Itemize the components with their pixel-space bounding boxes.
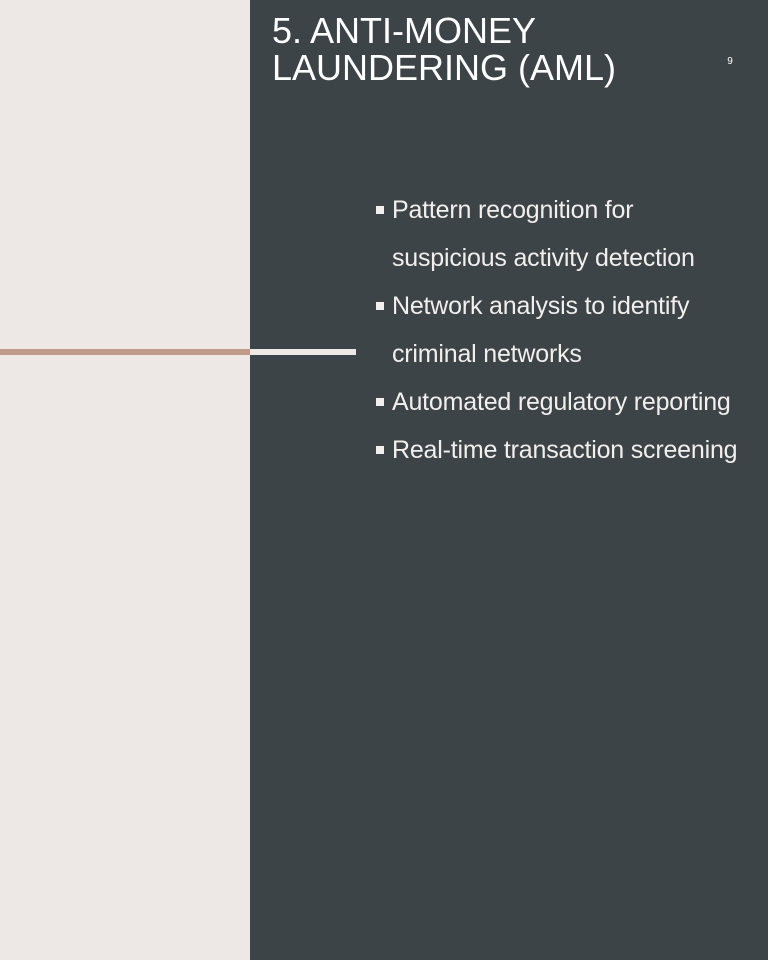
square-bullet-icon — [376, 398, 384, 406]
bullet-item: Network analysis to identify criminal ne… — [374, 282, 754, 378]
accent-line-extension — [250, 349, 356, 355]
bullet-text: Network analysis to identify criminal ne… — [392, 292, 690, 368]
right-panel — [250, 0, 768, 960]
accent-line — [0, 349, 250, 355]
page-number: 9 — [727, 56, 733, 67]
bullet-item: Real-time transaction screening — [374, 426, 754, 474]
bullet-item: Automated regulatory reporting — [374, 378, 754, 426]
bullet-text: Pattern recognition for suspicious activ… — [392, 196, 695, 272]
slide-title-line: 5. ANTI-MONEY — [272, 10, 537, 51]
bullet-item: Pattern recognition for suspicious activ… — [374, 186, 754, 282]
left-panel — [0, 0, 250, 960]
square-bullet-icon — [376, 206, 384, 214]
slide-title-line: LAUNDERING (AML) — [272, 47, 617, 88]
square-bullet-icon — [376, 302, 384, 310]
bullet-list: Pattern recognition for suspicious activ… — [374, 186, 754, 474]
slide-title: 5. ANTI-MONEY LAUNDERING (AML) — [272, 12, 712, 86]
bullet-text: Real-time transaction screening — [392, 436, 738, 464]
bullet-text: Automated regulatory reporting — [392, 388, 731, 416]
square-bullet-icon — [376, 446, 384, 454]
